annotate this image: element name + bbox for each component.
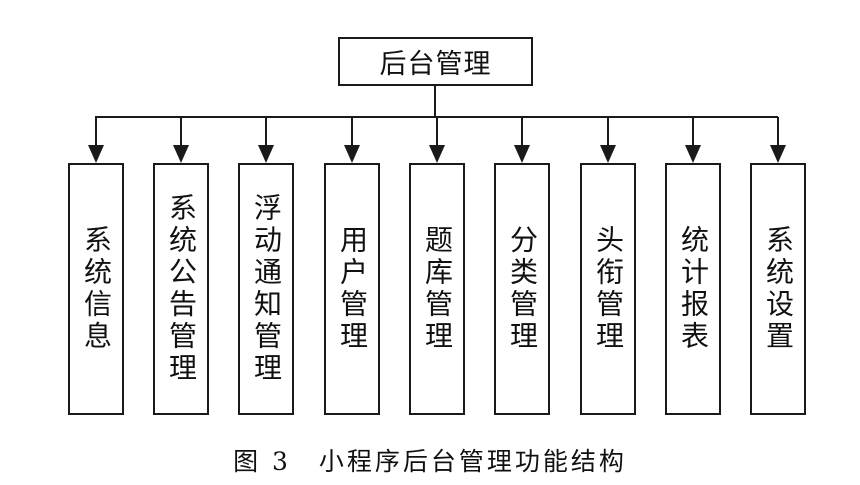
child-node-user-management: 用户管理 [324, 163, 380, 415]
child-node-label: 用户管理 [336, 225, 369, 353]
child-node-title-management: 头衔管理 [580, 163, 636, 415]
arrowhead-1 [88, 145, 104, 163]
arrowhead-3 [258, 145, 274, 163]
figure-caption: 图 3 小程序后台管理功能结构 [0, 442, 860, 478]
child-node-system-info: 系统信息 [68, 163, 124, 415]
child-node-label: 系统信息 [80, 225, 113, 353]
root-node-label: 后台管理 [379, 49, 492, 80]
child-node-system-announcement: 系统公告管理 [153, 163, 209, 415]
arrowhead-7 [600, 145, 616, 163]
child-node-system-settings: 系统设置 [750, 163, 806, 415]
arrowhead-5 [429, 145, 445, 163]
arrowhead-6 [514, 145, 530, 163]
figure-number: 图 3 [233, 447, 291, 476]
child-node-label: 系统设置 [762, 225, 795, 353]
child-node-label: 统计报表 [677, 225, 710, 353]
child-node-category-management: 分类管理 [494, 163, 550, 415]
arrowhead-8 [685, 145, 701, 163]
child-node-label: 头衔管理 [592, 225, 625, 353]
child-node-label: 浮动通知管理 [250, 193, 283, 385]
child-node-label: 题库管理 [421, 225, 454, 353]
figure-title: 小程序后台管理功能结构 [318, 447, 627, 476]
child-node-label: 分类管理 [506, 225, 539, 353]
child-node-statistics-report: 统计报表 [665, 163, 721, 415]
root-node: 后台管理 [338, 37, 533, 86]
child-node-question-bank: 题库管理 [409, 163, 465, 415]
child-node-label: 系统公告管理 [165, 193, 198, 385]
child-node-floating-notice: 浮动通知管理 [238, 163, 294, 415]
arrowhead-2 [173, 145, 189, 163]
arrowhead-4 [344, 145, 360, 163]
arrowhead-9 [770, 145, 786, 163]
